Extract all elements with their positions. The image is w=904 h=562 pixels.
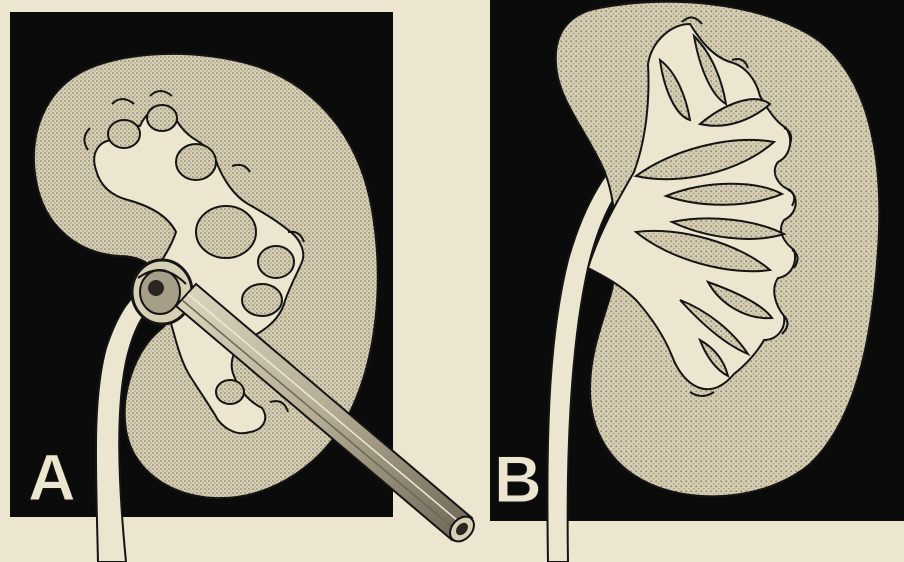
- calyx-cup: [108, 120, 140, 148]
- panel-b-label: B: [494, 442, 542, 516]
- calyx-cup: [196, 206, 256, 258]
- calyx-cup: [147, 105, 177, 131]
- calyx-cup: [216, 380, 244, 404]
- panel-a-label: A: [28, 440, 76, 514]
- calyx-cup: [258, 246, 294, 278]
- panel-b: B: [490, 0, 904, 562]
- catheter-balloon: [132, 260, 192, 324]
- panel-a: A: [10, 12, 479, 562]
- calyx-cup: [176, 144, 216, 180]
- calyx-cup: [242, 284, 282, 316]
